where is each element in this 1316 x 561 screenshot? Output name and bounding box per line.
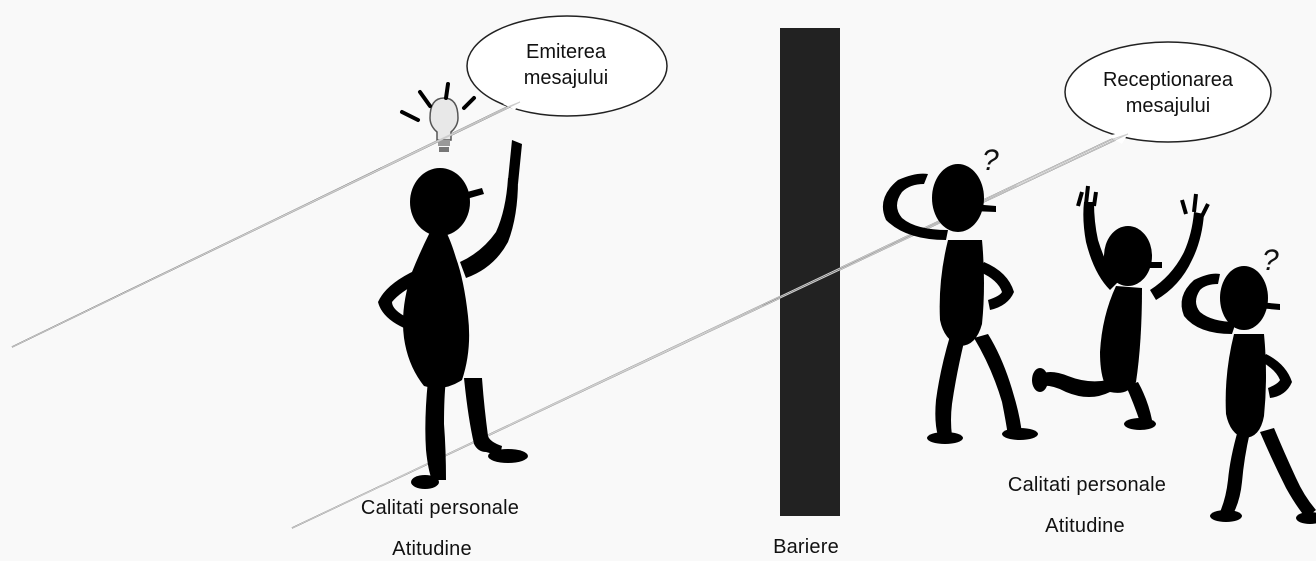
- sender-qualities-label: Calitati personale: [360, 497, 520, 519]
- sender-figure: [378, 140, 528, 489]
- lightbulb-icon: [400, 82, 476, 152]
- question-mark-icon: ?: [982, 144, 999, 177]
- sender-bubble-line2: mesajului: [524, 67, 608, 89]
- sender-speech-bubble: Emiterea mesajului: [11, 15, 668, 348]
- receiver-figure-1: [882, 164, 1038, 444]
- receiver-attitude-label: Atitudine: [1045, 515, 1125, 537]
- receiver-bubble-line1: Receptionarea: [1103, 69, 1234, 91]
- barrier-label: Bariere: [773, 536, 839, 558]
- receiver-figure-3: [1181, 266, 1316, 524]
- receiver-qualities-label: Calitati personale: [1007, 474, 1167, 496]
- sender-attitude-label: Atitudine: [392, 538, 472, 560]
- question-mark-icon: ?: [1262, 244, 1279, 277]
- receiver-bubble-line2: mesajului: [1126, 95, 1210, 117]
- sender-bubble-line1: Emiterea: [526, 41, 607, 63]
- barrier-wall: [780, 28, 840, 516]
- receiver-figure-2: [1032, 185, 1210, 430]
